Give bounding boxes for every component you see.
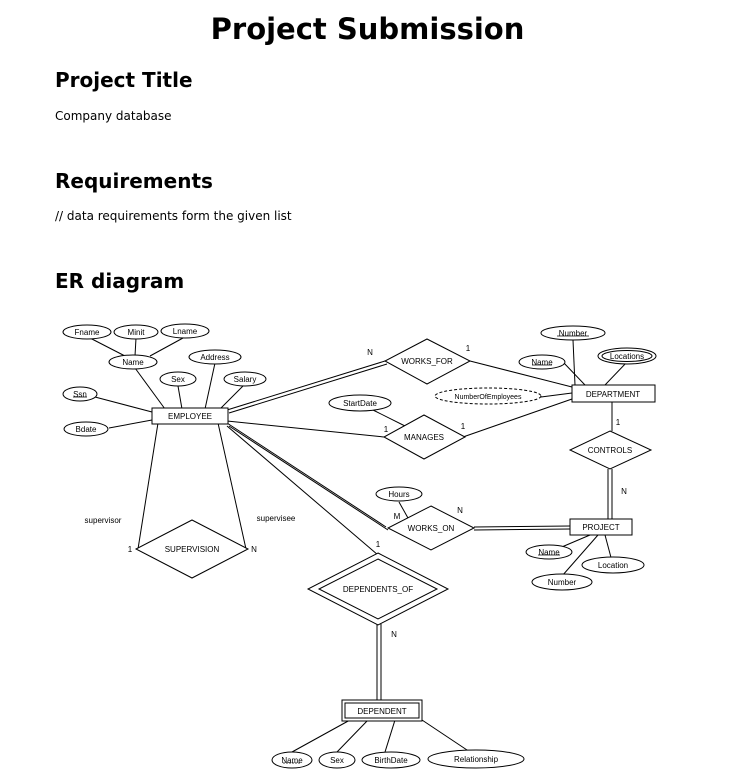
label-manages: MANAGES	[404, 433, 444, 442]
project-title-heading: Project Title	[55, 68, 193, 92]
label-lname: Lname	[173, 327, 198, 336]
label-minit: Minit	[128, 328, 146, 337]
attribute-name	[108, 354, 158, 370]
label-ssn: Ssn	[73, 390, 87, 399]
label-proj-location: Location	[598, 561, 628, 570]
label-address: Address	[200, 353, 229, 362]
entity-department	[571, 384, 656, 403]
relationship-works-for	[383, 338, 472, 385]
label-salary: Salary	[234, 375, 257, 384]
attribute-startdate	[328, 394, 392, 412]
card-supervision-supervisor: 1	[128, 545, 133, 554]
attribute-fname	[62, 324, 112, 340]
requirements-text: // data requirements form the given list	[55, 209, 292, 223]
card-controls-dept: 1	[616, 418, 621, 427]
label-hours: Hours	[388, 490, 409, 499]
attribute-bdate	[63, 421, 109, 437]
page-title: Project Submission	[210, 12, 525, 46]
label-controls: CONTROLS	[588, 446, 632, 455]
label-dependents-of: DEPENDENTS_OF	[343, 585, 413, 594]
role-supervisor: supervisor	[85, 516, 122, 525]
label-project: PROJECT	[582, 523, 619, 532]
label-startdate: StartDate	[343, 399, 377, 408]
relationship-supervision	[134, 519, 250, 579]
label-dep-relationship: Relationship	[454, 755, 499, 764]
label-supervision: SUPERVISION	[165, 545, 220, 554]
card-dependents-of-dep: N	[391, 630, 397, 639]
card-manages-dept: 1	[461, 422, 466, 431]
attribute-proj-name	[525, 544, 573, 560]
card-works-for-emp: N	[367, 348, 373, 357]
label-bdate: Bdate	[76, 425, 97, 434]
card-works-on-proj: N	[457, 506, 463, 515]
label-sex: Sex	[171, 375, 185, 384]
card-supervision-supervisee: N	[251, 545, 257, 554]
attribute-proj-location	[581, 556, 645, 574]
attribute-lname	[160, 323, 210, 339]
attribute-dep-sex	[318, 751, 356, 769]
attribute-dept-name	[518, 354, 566, 370]
label-number-of-employees: NumberOfEmployees	[455, 394, 522, 401]
er-diagram-heading: ER diagram	[55, 269, 185, 293]
label-department: DEPARTMENT	[586, 390, 640, 399]
project-title-text: Company database	[55, 109, 172, 123]
label-works-for: WORKS_FOR	[401, 357, 453, 366]
attribute-dep-name	[271, 751, 313, 769]
label-proj-number: Number	[548, 578, 577, 587]
role-supervisee: supervisee	[257, 514, 296, 523]
label-dep-sex: Sex	[330, 756, 344, 765]
entity-project	[569, 518, 633, 536]
attribute-sex	[159, 371, 197, 387]
attribute-dep-birthdate	[361, 751, 421, 769]
entity-employee	[151, 407, 229, 425]
card-works-on-emp: M	[394, 512, 401, 521]
attribute-address	[188, 349, 242, 365]
relationship-dependents-of	[317, 558, 439, 620]
label-dep-birthdate: BirthDate	[374, 756, 408, 765]
card-works-for-dept: 1	[466, 344, 471, 353]
label-proj-name: Name	[538, 548, 560, 557]
relationship-manages	[382, 414, 467, 460]
attribute-proj-number	[531, 573, 593, 591]
attribute-minit	[113, 324, 159, 340]
label-dept-name: Name	[531, 358, 553, 367]
attribute-hours	[375, 486, 423, 502]
entity-dependent	[344, 702, 420, 719]
card-manages-emp: 1	[384, 425, 389, 434]
relationship-controls	[568, 430, 653, 470]
label-locations: Locations	[610, 352, 644, 361]
card-dependents-of-emp: 1	[376, 540, 381, 549]
relationship-works-on	[386, 505, 476, 551]
attribute-locations	[601, 350, 653, 362]
attribute-ssn	[62, 386, 98, 402]
card-controls-proj: N	[621, 487, 627, 496]
label-works-on: WORKS_ON	[408, 524, 455, 533]
label-employee: EMPLOYEE	[168, 412, 212, 421]
label-name: Name	[122, 358, 144, 367]
label-dept-number: Number	[559, 329, 588, 338]
attribute-dep-relationship	[427, 749, 525, 769]
label-dependent: DEPENDENT	[357, 707, 406, 716]
label-dep-name: Name	[281, 756, 303, 765]
requirements-heading: Requirements	[55, 169, 213, 193]
attribute-salary	[223, 371, 267, 387]
attribute-number-of-employees	[434, 387, 542, 405]
attribute-dept-number	[540, 325, 606, 341]
label-fname: Fname	[75, 328, 100, 337]
